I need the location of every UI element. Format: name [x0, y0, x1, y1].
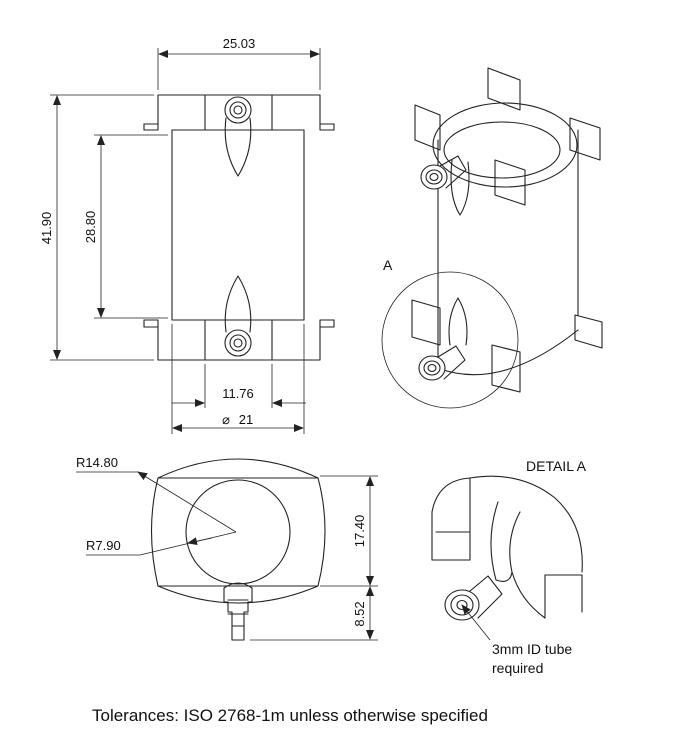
top-dimensions: R14.80 R7.90 17.40 8.52 [76, 455, 378, 641]
isometric-view: A [381, 67, 603, 409]
dim-top-height: 17.40 [352, 515, 367, 548]
top-view [151, 458, 326, 641]
diameter-symbol: ⌀ [222, 412, 230, 427]
detail-title: DETAIL A [526, 458, 587, 474]
dim-bottom-inner-width: 11.76 [222, 386, 254, 401]
tolerances-note: Tolerances: ISO 2768-1m unless otherwise… [92, 706, 488, 725]
dim-inner-radius: R7.90 [86, 538, 121, 553]
detail-marker: A [383, 257, 393, 273]
dim-nozzle-length: 8.52 [352, 601, 367, 626]
front-dimensions: 25.03 41.90 28.80 11.76 ⌀ 21 [39, 36, 321, 434]
front-view [143, 94, 335, 361]
dim-overall-height: 41.90 [39, 212, 54, 245]
detail-a-view: DETAIL A 3mm ID tube required [431, 458, 587, 676]
tube-note-line1: 3mm ID tube [492, 641, 572, 657]
dim-outer-radius: R14.80 [76, 455, 118, 470]
dim-diameter: 21 [239, 412, 253, 427]
dim-inner-height: 28.80 [83, 211, 98, 244]
dim-overall-width: 25.03 [223, 36, 256, 51]
tube-note-line2: required [492, 660, 543, 676]
